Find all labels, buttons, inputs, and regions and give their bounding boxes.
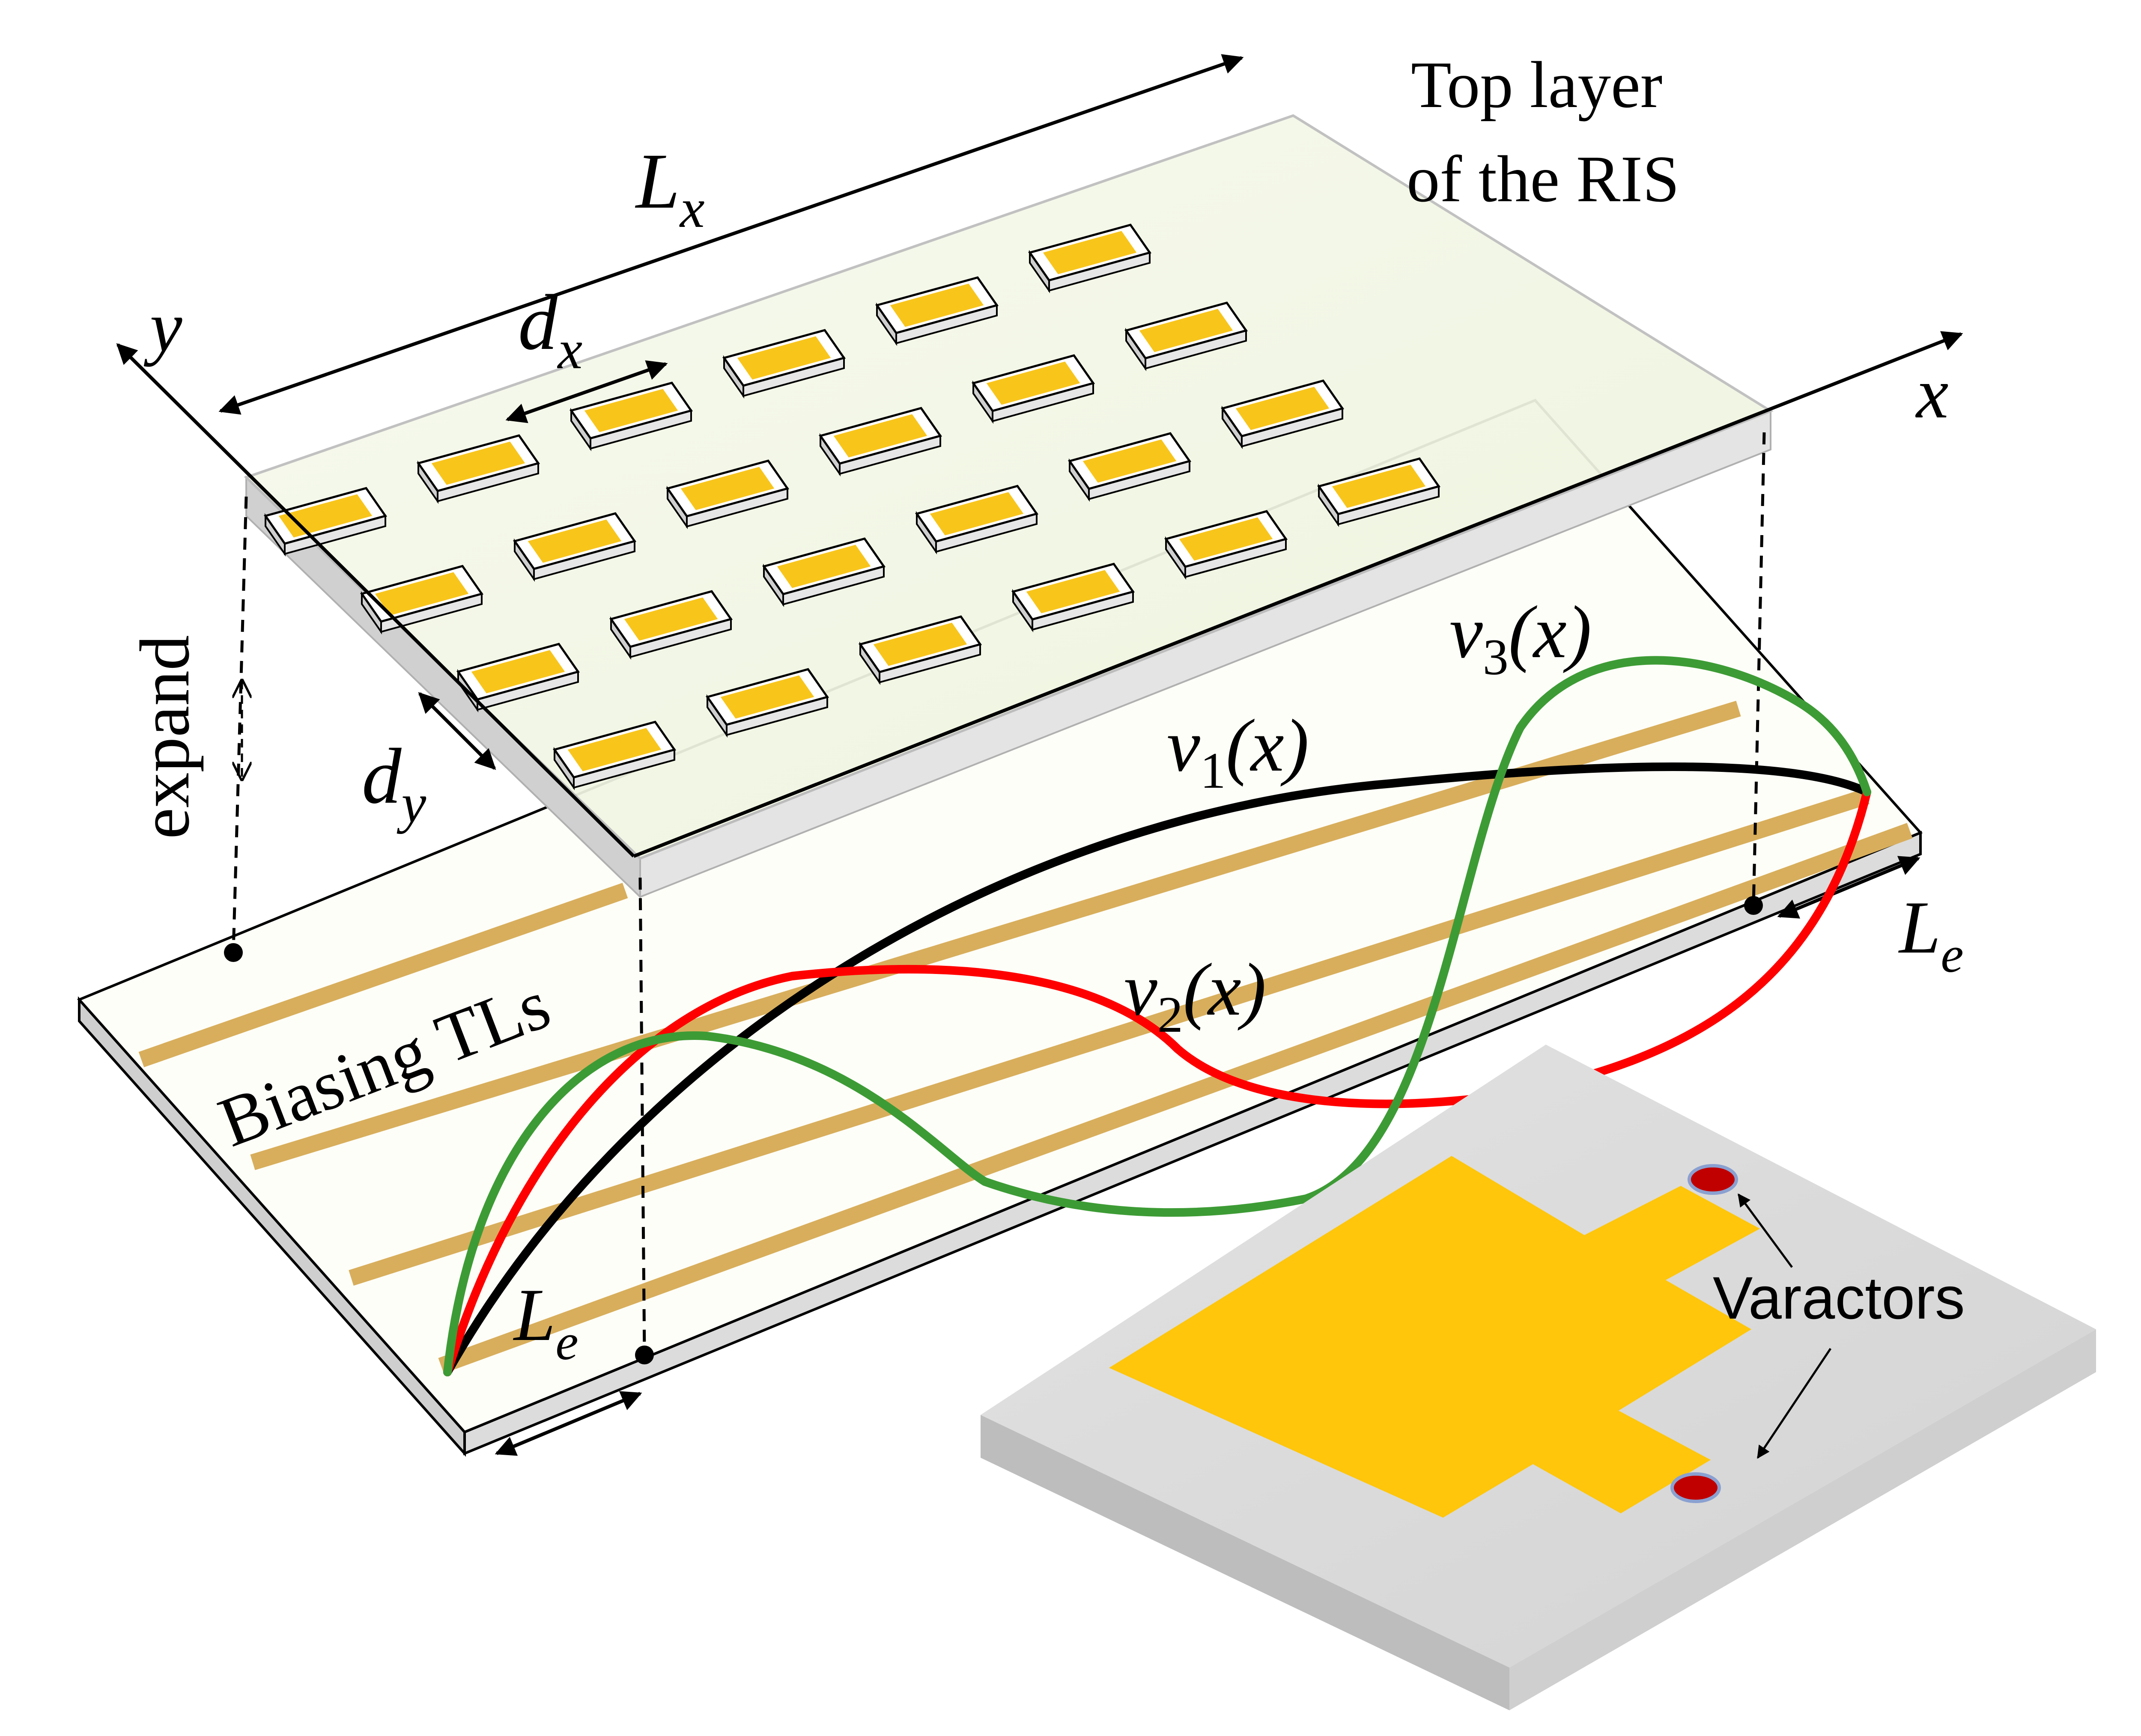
unit-cell-patch (873, 622, 967, 666)
v1-curve (443, 762, 1871, 1376)
biasing-tl-2 (250, 700, 1741, 1170)
biasing-tl-1 (138, 883, 628, 1067)
cell-patch (1109, 1156, 1760, 1518)
unit-cell-patch (930, 492, 1024, 536)
projection-line-right (1752, 432, 1766, 906)
projection-line-left (232, 496, 248, 951)
varactor-pointer-top (1737, 1193, 1793, 1268)
unit-cell-patch (528, 519, 622, 563)
v2-label: v2(x) (1124, 948, 1266, 1043)
unit-cell-inset (981, 1045, 2096, 1710)
unit-cell-patch (1332, 465, 1426, 508)
top-layer-label-line1: Top layer (1411, 48, 1662, 122)
biasing-tl-lines (138, 700, 1913, 1373)
v3-label: v3(x) (1449, 590, 1592, 685)
unit-cell-patch (777, 545, 871, 588)
projection-dot-front (635, 1346, 654, 1364)
biasing-tl-3 (349, 788, 1870, 1286)
unit-cell-patch (1179, 517, 1273, 561)
unit-cell-patch (720, 675, 814, 719)
varactors-label: Varactors (1713, 1264, 1965, 1331)
varactor-top (1688, 1164, 1738, 1195)
cell-board-side (981, 1415, 1509, 1710)
expand-label: expand (125, 635, 204, 839)
v3-curve (443, 656, 1871, 1376)
y-axis-label: y (143, 286, 182, 367)
cell-board-front (1509, 1329, 2096, 1710)
y-axis-arrow (116, 343, 635, 858)
v2-curve (443, 788, 1871, 1376)
dy-dimension-arrow (418, 692, 496, 770)
voltage-curves (443, 656, 1871, 1376)
le-label-left: Le (513, 1273, 578, 1370)
dx-dimension-arrow (505, 360, 668, 423)
dy-label: dy (362, 733, 426, 834)
varactor-bottom (1670, 1472, 1721, 1503)
biasing-tl-4 (438, 823, 1913, 1373)
varactor-pointer-bottom (1756, 1348, 1832, 1459)
unit-cell-patch (431, 441, 525, 485)
lx-dimension-arrow (218, 54, 1244, 415)
unit-cell-patch (375, 572, 469, 616)
unit-cell-patch (624, 597, 718, 641)
unit-cell-patch (1026, 570, 1120, 613)
unit-cell-patch (1082, 439, 1177, 483)
projection-line-front (638, 877, 646, 1353)
unit-cell-patch (680, 467, 775, 510)
projection-dot-right (1744, 896, 1763, 915)
x-axis-label: x (1915, 353, 1948, 433)
v1-label: v1(x) (1167, 704, 1309, 799)
unit-cell-patch (833, 414, 927, 458)
unit-cell-patch (567, 728, 662, 771)
top-layer-label-line2: of the RIS (1407, 142, 1679, 216)
le-dimension-arrow-right (1777, 856, 1920, 919)
lx-label: Lx (635, 137, 705, 239)
dx-label: dx (518, 279, 582, 381)
unit-cell-patch (471, 650, 565, 694)
le-dimension-arrow-left (495, 1391, 642, 1456)
unit-cell-patch (1235, 387, 1330, 430)
x-axis-arrow (633, 331, 1963, 858)
projection-dot-left (224, 943, 243, 962)
le-label-right: Le (1898, 886, 1964, 983)
